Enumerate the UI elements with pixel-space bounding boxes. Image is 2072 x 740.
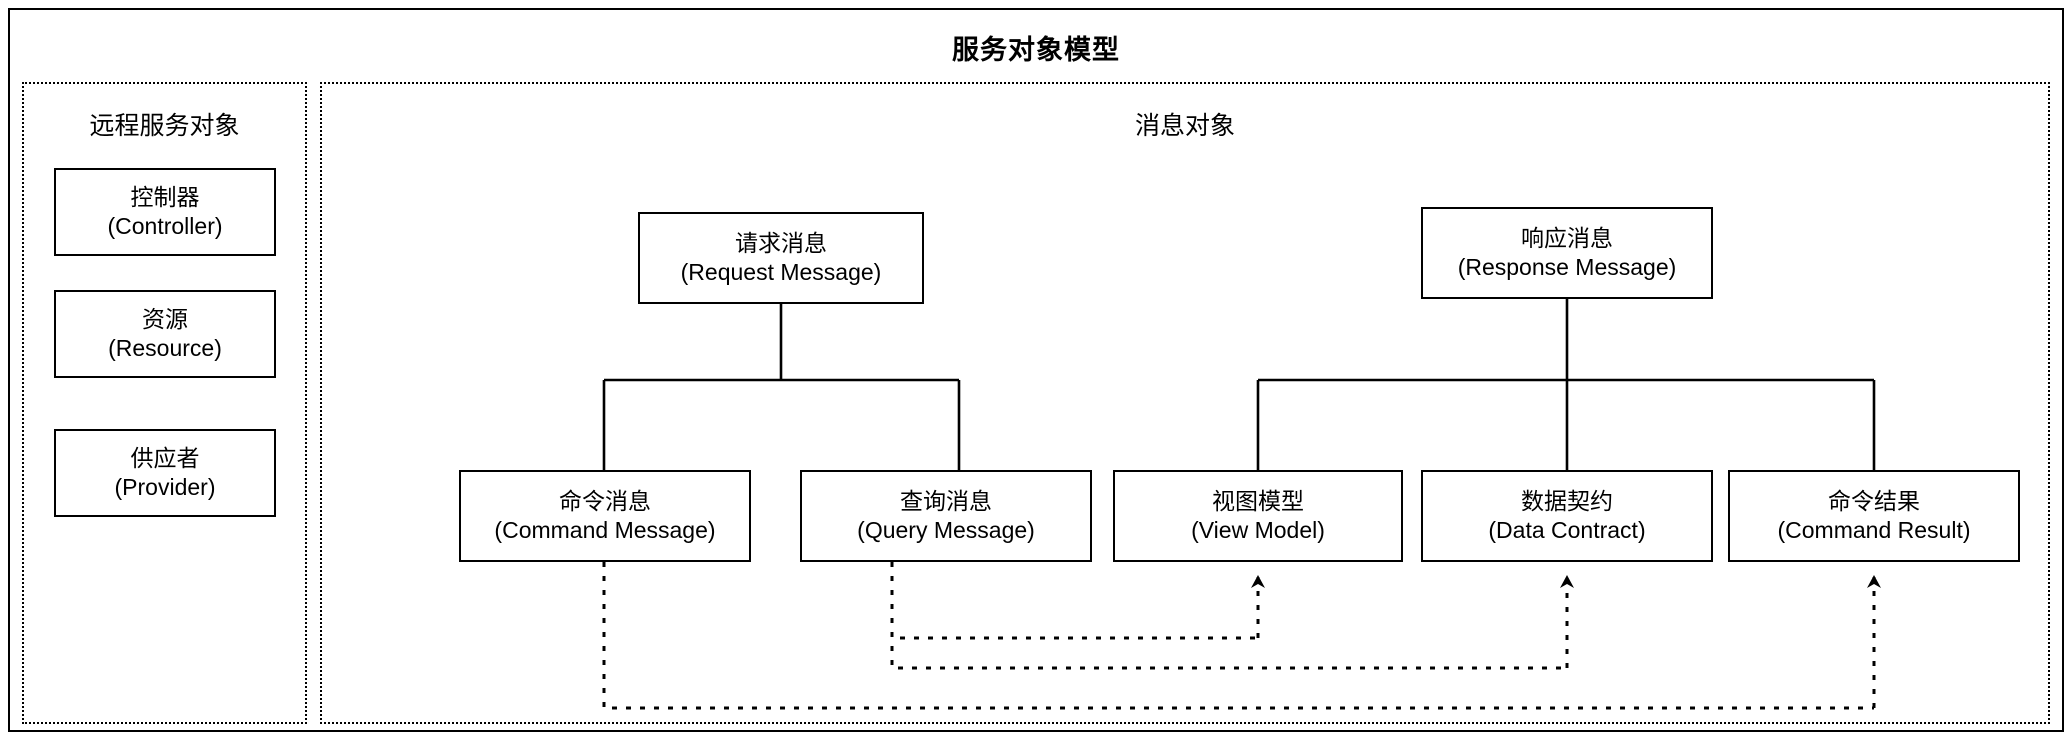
node-view-model[interactable]: 视图模型 (View Model) [1113, 470, 1403, 562]
page-title: 服务对象模型 [952, 35, 1120, 65]
group-message-objects: 消息对象 [320, 82, 2050, 724]
node-data-contract-zh: 数据契约 [1521, 488, 1613, 515]
node-data-contract-en: (Data Contract) [1488, 517, 1646, 543]
node-controller[interactable]: 控制器 (Controller) [54, 168, 276, 256]
node-query-message-en: (Query Message) [857, 517, 1035, 543]
node-provider-zh: 供应者 [130, 445, 200, 472]
node-request-message[interactable]: 请求消息 (Request Message) [638, 212, 924, 304]
group-message-title: 消息对象 [1134, 112, 1235, 140]
node-resource[interactable]: 资源 (Resource) [54, 290, 276, 378]
node-response-message-en: (Response Message) [1457, 254, 1677, 280]
node-command-message-zh: 命令消息 [559, 488, 651, 515]
node-view-model-zh: 视图模型 [1212, 488, 1304, 515]
group-remote-service-objects: 远程服务对象 [22, 82, 307, 724]
group-remote-title: 远程服务对象 [89, 112, 240, 140]
node-resource-zh: 资源 [142, 306, 188, 333]
node-request-message-en: (Request Message) [680, 259, 882, 285]
node-command-result-en: (Command Result) [1777, 517, 1971, 543]
node-query-message[interactable]: 查询消息 (Query Message) [800, 470, 1092, 562]
diagram-outer-frame [8, 8, 2064, 732]
node-command-message[interactable]: 命令消息 (Command Message) [459, 470, 751, 562]
node-resource-en: (Resource) [108, 335, 222, 361]
node-controller-zh: 控制器 [130, 184, 200, 211]
node-provider-en: (Provider) [114, 474, 216, 500]
node-command-result[interactable]: 命令结果 (Command Result) [1728, 470, 2020, 562]
node-view-model-en: (View Model) [1191, 517, 1325, 543]
node-command-message-en: (Command Message) [494, 517, 716, 543]
node-controller-en: (Controller) [107, 213, 223, 239]
node-response-message-zh: 响应消息 [1521, 225, 1613, 252]
node-command-result-zh: 命令结果 [1828, 488, 1920, 515]
node-provider[interactable]: 供应者 (Provider) [54, 429, 276, 517]
node-query-message-zh: 查询消息 [900, 488, 992, 515]
node-request-message-zh: 请求消息 [735, 230, 827, 257]
node-response-message[interactable]: 响应消息 (Response Message) [1421, 207, 1713, 299]
node-data-contract[interactable]: 数据契约 (Data Contract) [1421, 470, 1713, 562]
